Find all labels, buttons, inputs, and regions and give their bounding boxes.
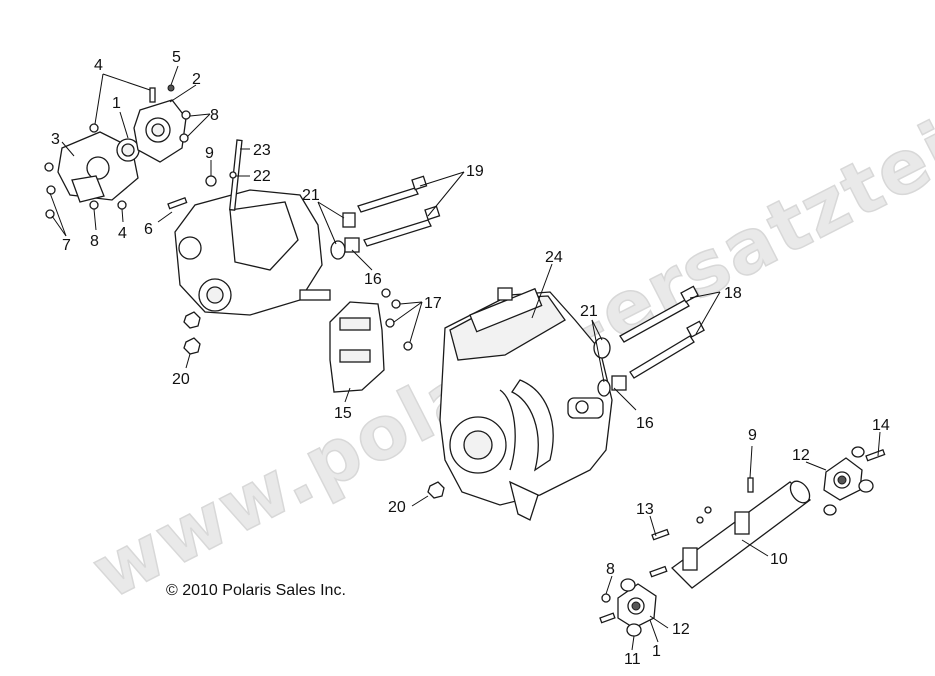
nut-20-left — [183, 311, 201, 355]
bolts-group-upper-left — [44, 84, 217, 219]
callout-23: 23 — [253, 142, 271, 159]
callout-16-right: 16 — [636, 415, 654, 432]
callout-8-lower: 8 — [90, 233, 99, 250]
transmission-housing — [174, 139, 331, 316]
callout-10: 10 — [770, 551, 788, 568]
callout-21-right: 21 — [580, 303, 598, 320]
callout-20-left: 20 — [172, 371, 190, 388]
mount-12-upper — [823, 446, 886, 516]
callout-4-lower: 4 — [118, 225, 127, 242]
callout-2: 2 — [192, 71, 201, 88]
callout-5: 5 — [172, 49, 181, 66]
bolts-lower-right — [649, 477, 754, 578]
callout-19: 19 — [466, 163, 484, 180]
long-bolts-18 — [619, 285, 705, 379]
callout-7: 7 — [62, 237, 71, 254]
cover-plate-15 — [329, 301, 385, 393]
nut-20-lower — [427, 481, 445, 499]
callout-9-top: 9 — [205, 145, 214, 162]
callout-1-top: 1 — [112, 95, 121, 112]
bolts-17 — [381, 288, 413, 351]
callout-labels: 4 5 2 1 8 3 9 23 22 7 8 4 6 21 19 16 17 … — [51, 49, 890, 668]
callout-8-right: 8 — [210, 107, 219, 124]
callout-3: 3 — [51, 131, 60, 148]
callout-6: 6 — [144, 221, 153, 238]
callout-12-upper: 12 — [792, 447, 810, 464]
callout-21-left: 21 — [302, 187, 320, 204]
callout-9-lower: 9 — [748, 427, 757, 444]
frame-bar-10 — [671, 480, 812, 589]
callout-18: 18 — [724, 285, 742, 302]
copyright-text: © 2010 Polaris Sales Inc. — [166, 582, 346, 599]
callout-12-lower: 12 — [672, 621, 690, 638]
callout-4-top: 4 — [94, 57, 103, 74]
callout-11: 11 — [624, 651, 641, 668]
bushings-left — [330, 212, 360, 260]
callout-1-lower: 1 — [652, 643, 661, 660]
callout-17: 17 — [424, 295, 442, 312]
engine-assembly — [439, 287, 613, 521]
callout-14: 14 — [872, 417, 890, 434]
callout-16-left: 16 — [364, 271, 382, 288]
callout-13: 13 — [636, 501, 654, 518]
callout-15: 15 — [334, 405, 352, 422]
mount-bracket-assembly — [57, 99, 187, 203]
callout-24: 24 — [545, 249, 563, 266]
leader-lines — [49, 65, 881, 651]
callout-22: 22 — [253, 168, 271, 185]
long-bolts-19 — [357, 175, 441, 247]
callout-8-lower-right: 8 — [606, 561, 615, 578]
callout-20-lower: 20 — [388, 499, 406, 516]
